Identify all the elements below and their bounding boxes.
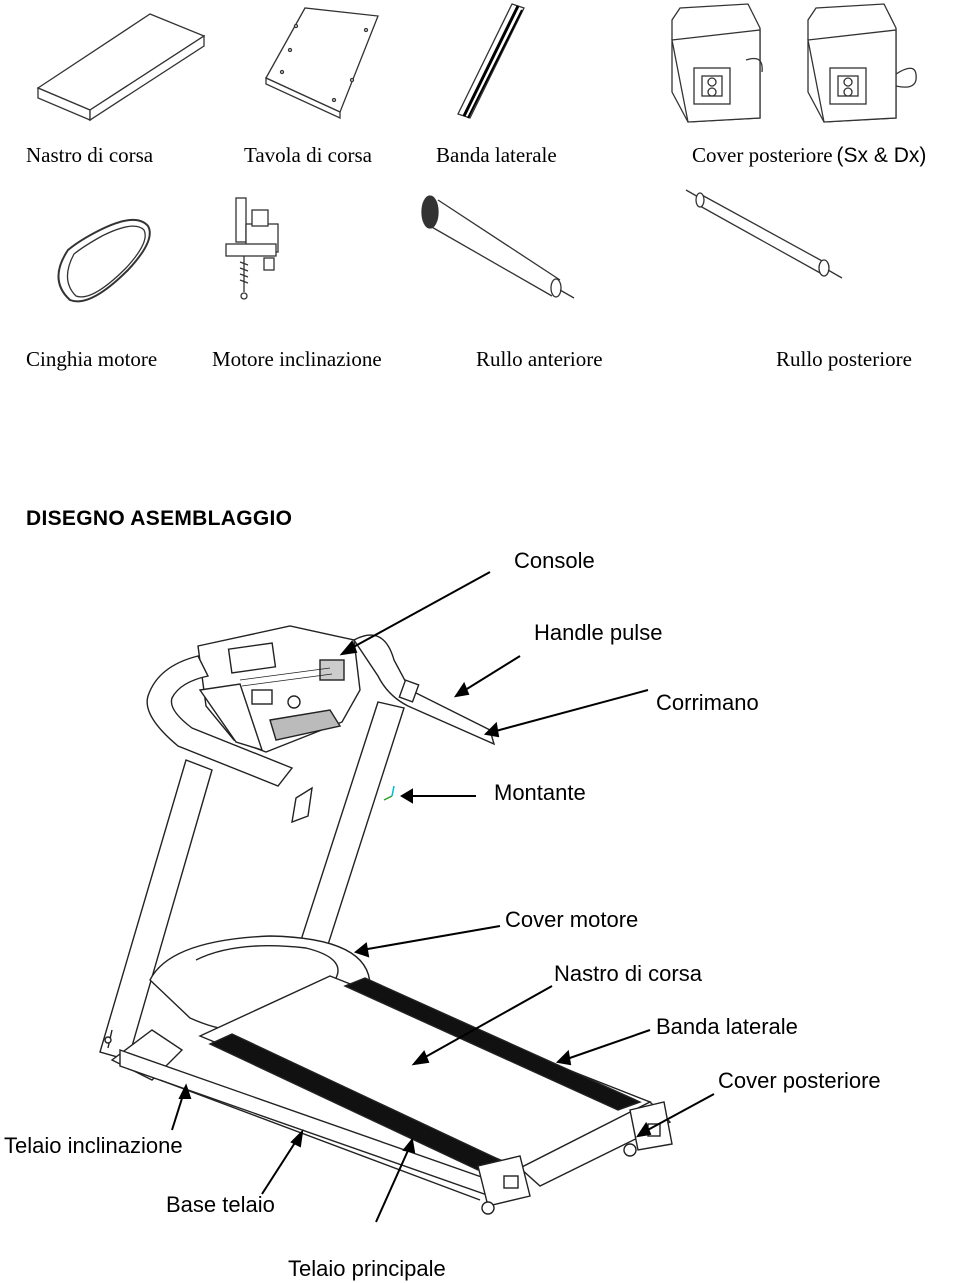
assembly-heading: DISEGNO ASEMBLAGGIO: [26, 507, 293, 530]
running-belt-part-image: [36, 13, 206, 122]
callout-base-frame: Base telaio: [166, 1192, 275, 1217]
callout-upright: Montante: [494, 780, 586, 805]
callout-handrail: Corrimano: [656, 690, 759, 715]
label-side-rail: Banda laterale: [436, 143, 557, 167]
console-body: [197, 625, 361, 753]
label-rear-cover-text: Cover posteriore: [692, 143, 833, 167]
leader-lines: [171, 571, 715, 1223]
label-motor-belt: Cinghia motore: [26, 347, 158, 371]
callout-motor-cover: Cover motore: [505, 907, 639, 932]
callout-tilt-frame: Telaio inclinazione: [4, 1133, 183, 1158]
deck-board-part-image: [265, 7, 379, 120]
label-deck-board: Tavola di corsa: [244, 143, 372, 167]
front-roller-part-image: [421, 195, 575, 299]
label-incline-motor: Motore inclinazione: [212, 347, 382, 371]
label-rear-cover: Cover posteriore (Sx & Dx): [692, 143, 926, 168]
label-rear-cover-suffix: (Sx & Dx): [836, 144, 927, 167]
incline-motor-part-image: [225, 197, 279, 300]
motor-belt-part-image: [57, 219, 151, 303]
callout-rear-cover: Cover posteriore: [718, 1068, 881, 1093]
axis-marker: [383, 785, 395, 801]
label-rear-roller: Rullo posteriore: [776, 347, 912, 371]
callout-console: Console: [514, 548, 595, 573]
handlebar-left: [146, 655, 294, 787]
rear-roller-part-image: [685, 189, 843, 279]
side-rail-part-image: [457, 3, 525, 119]
callout-handle-pulse: Handle pulse: [534, 620, 663, 645]
callout-side-rail: Banda laterale: [656, 1014, 798, 1039]
rear-cover-left-part-image: [671, 3, 763, 123]
label-front-roller: Rullo anteriore: [476, 347, 603, 371]
callout-running-belt: Nastro di corsa: [554, 961, 702, 986]
label-running-belt: Nastro di corsa: [26, 143, 154, 167]
rear-cover-right-part-image: [807, 3, 917, 123]
callout-main-frame: Telaio principale: [288, 1256, 446, 1281]
